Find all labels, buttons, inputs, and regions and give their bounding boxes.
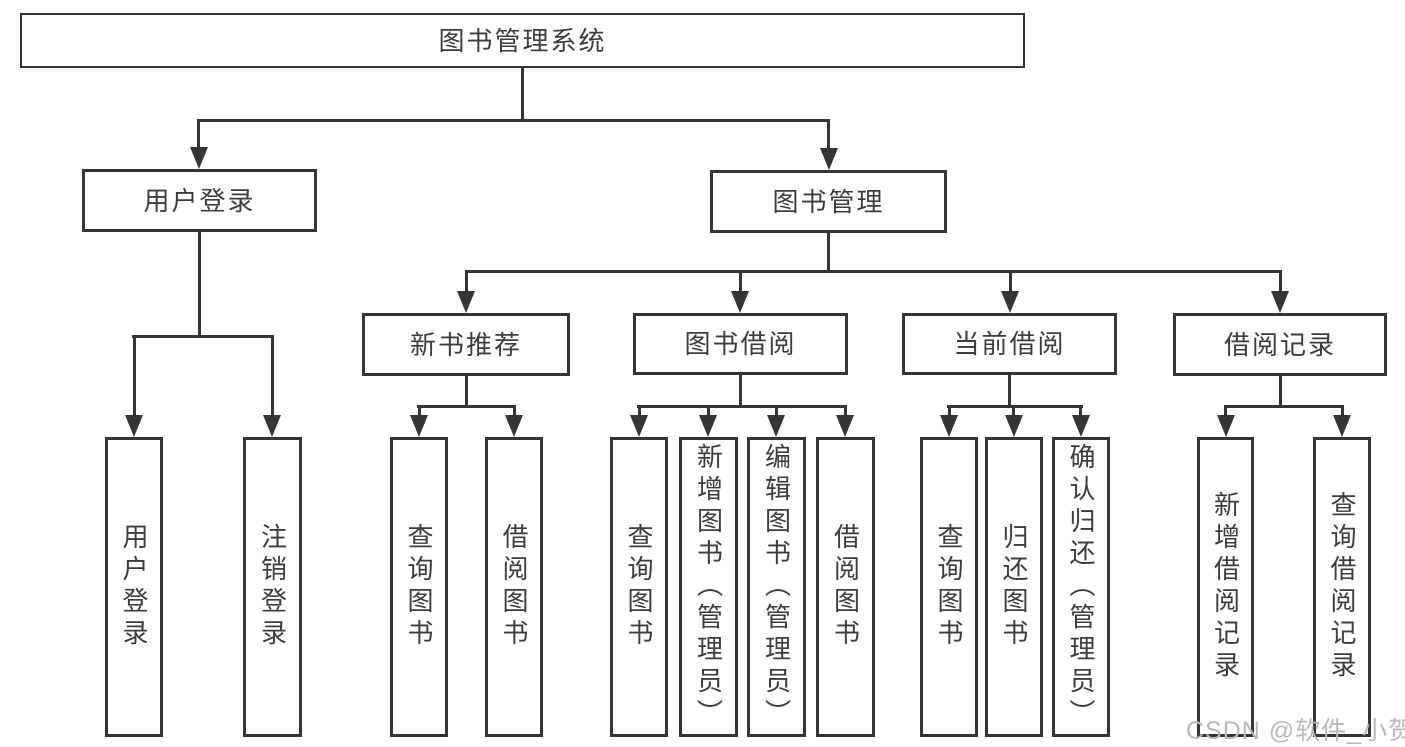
leaf-query-borrow-record: 查询借阅记录 xyxy=(1313,437,1371,737)
connector-line xyxy=(948,405,951,421)
csdn-watermark: CSDN @软件_小贺同学 xyxy=(1186,717,1405,745)
node-current-borrow: 当前借阅 xyxy=(902,313,1117,375)
leaf-query-books-borrow: 查询图书 xyxy=(610,437,668,737)
connector-line xyxy=(418,405,421,421)
arrow-down-icon xyxy=(940,415,958,437)
arrow-down-icon xyxy=(820,148,838,170)
connector-line xyxy=(637,405,847,408)
connector-line xyxy=(513,405,516,421)
arrow-down-icon xyxy=(1271,291,1289,313)
connector-line xyxy=(1008,375,1011,408)
leaf-logout-login: 注销登录 xyxy=(243,437,302,737)
root-node-library-system: 图书管理系统 xyxy=(20,13,1025,68)
connector-line xyxy=(198,232,201,338)
arrow-down-icon xyxy=(836,415,854,437)
arrow-down-icon xyxy=(1001,291,1019,313)
arrow-down-icon xyxy=(263,415,281,437)
node-book-management: 图书管理 xyxy=(710,170,947,233)
leaf-add-books-admin: 新增图书（管理员） xyxy=(679,437,738,737)
connector-line xyxy=(465,270,468,296)
connector-line xyxy=(417,405,516,408)
leaf-add-borrow-record: 新增借阅记录 xyxy=(1197,437,1254,737)
connector-line xyxy=(1009,270,1012,296)
connector-line xyxy=(739,270,742,296)
connector-line xyxy=(1224,405,1344,408)
connector-line xyxy=(197,119,200,153)
arrow-down-icon xyxy=(505,415,523,437)
connector-line xyxy=(465,270,1282,273)
connector-line xyxy=(1224,405,1227,421)
arrow-down-icon xyxy=(1005,415,1023,437)
connector-line xyxy=(707,405,710,421)
leaf-query-books-current: 查询图书 xyxy=(920,437,978,737)
connector-line xyxy=(521,66,524,122)
leaf-user-login: 用户登录 xyxy=(105,437,163,737)
arrow-down-icon xyxy=(125,415,143,437)
connector-line xyxy=(197,119,830,122)
arrow-down-icon xyxy=(1333,415,1351,437)
arrow-down-icon xyxy=(457,291,475,313)
connector-line xyxy=(132,335,274,338)
node-user-login: 用户登录 xyxy=(82,169,317,232)
connector-line xyxy=(775,405,778,421)
leaf-borrow-books-recommend: 借阅图书 xyxy=(485,437,543,737)
connector-line xyxy=(947,405,1083,408)
leaf-confirm-return-admin: 确认归还（管理员） xyxy=(1052,437,1110,737)
connector-line xyxy=(827,119,830,153)
connector-line xyxy=(638,405,641,421)
connector-line xyxy=(827,233,830,273)
connector-line xyxy=(1279,270,1282,296)
arrow-down-icon xyxy=(767,415,785,437)
leaf-borrow-books: 借阅图书 xyxy=(816,437,875,737)
node-borrow-records: 借阅记录 xyxy=(1173,313,1387,376)
connector-line xyxy=(1341,405,1344,421)
connector-line xyxy=(133,335,136,419)
arrow-down-icon xyxy=(630,415,648,437)
arrow-down-icon xyxy=(190,147,208,169)
connector-line xyxy=(1012,405,1015,421)
arrow-down-icon xyxy=(410,415,428,437)
connector-line xyxy=(844,405,847,421)
node-new-book-recommend: 新书推荐 xyxy=(362,313,570,376)
leaf-query-books-recommend: 查询图书 xyxy=(390,437,448,737)
leaf-return-books: 归还图书 xyxy=(985,437,1043,737)
leaf-edit-books-admin: 编辑图书（管理员） xyxy=(747,437,806,737)
node-book-borrow: 图书借阅 xyxy=(633,313,848,375)
connector-line xyxy=(1079,405,1082,421)
connector-line xyxy=(465,376,468,408)
connector-line xyxy=(1279,376,1282,408)
connector-line xyxy=(739,375,742,408)
connector-line xyxy=(271,335,274,419)
arrow-down-icon xyxy=(731,291,749,313)
arrow-down-icon xyxy=(699,415,717,437)
arrow-down-icon xyxy=(1072,415,1090,437)
arrow-down-icon xyxy=(1217,415,1235,437)
